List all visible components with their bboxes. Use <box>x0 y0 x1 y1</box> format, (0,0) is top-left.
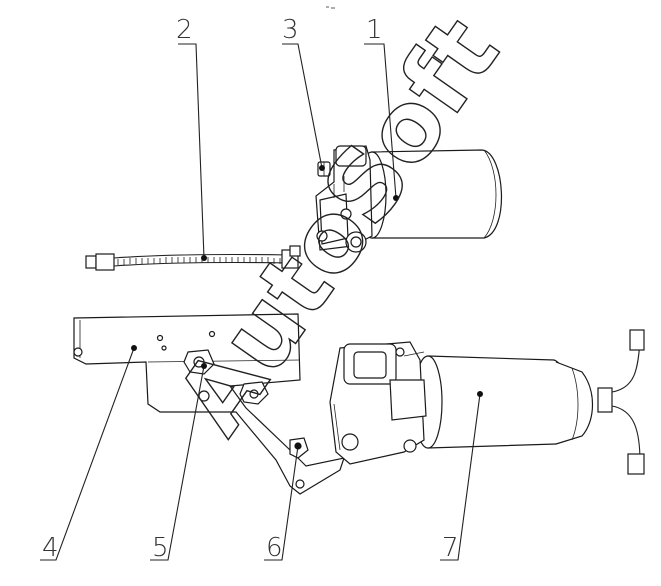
motor-upper <box>315 145 502 253</box>
callout-3: 3 <box>282 15 325 171</box>
motor-lower <box>329 329 645 475</box>
callout-label-3: 3 <box>282 15 299 45</box>
top-mark <box>326 6 335 9</box>
callout-label-7: 7 <box>442 533 459 563</box>
callout-6: 6 <box>264 443 301 563</box>
callout-label-1: 1 <box>366 15 383 45</box>
callout-1: 1 <box>364 15 399 201</box>
callout-label-4: 4 <box>42 533 59 563</box>
wire-harness <box>85 245 301 271</box>
callout-4: 4 <box>40 345 137 563</box>
callout-2: 2 <box>176 15 207 261</box>
callout-7: 7 <box>440 391 483 563</box>
callout-5: 5 <box>150 363 207 563</box>
callout-label-2: 2 <box>176 15 193 45</box>
callout-label-5: 5 <box>152 533 169 563</box>
callout-label-6: 6 <box>266 533 283 563</box>
